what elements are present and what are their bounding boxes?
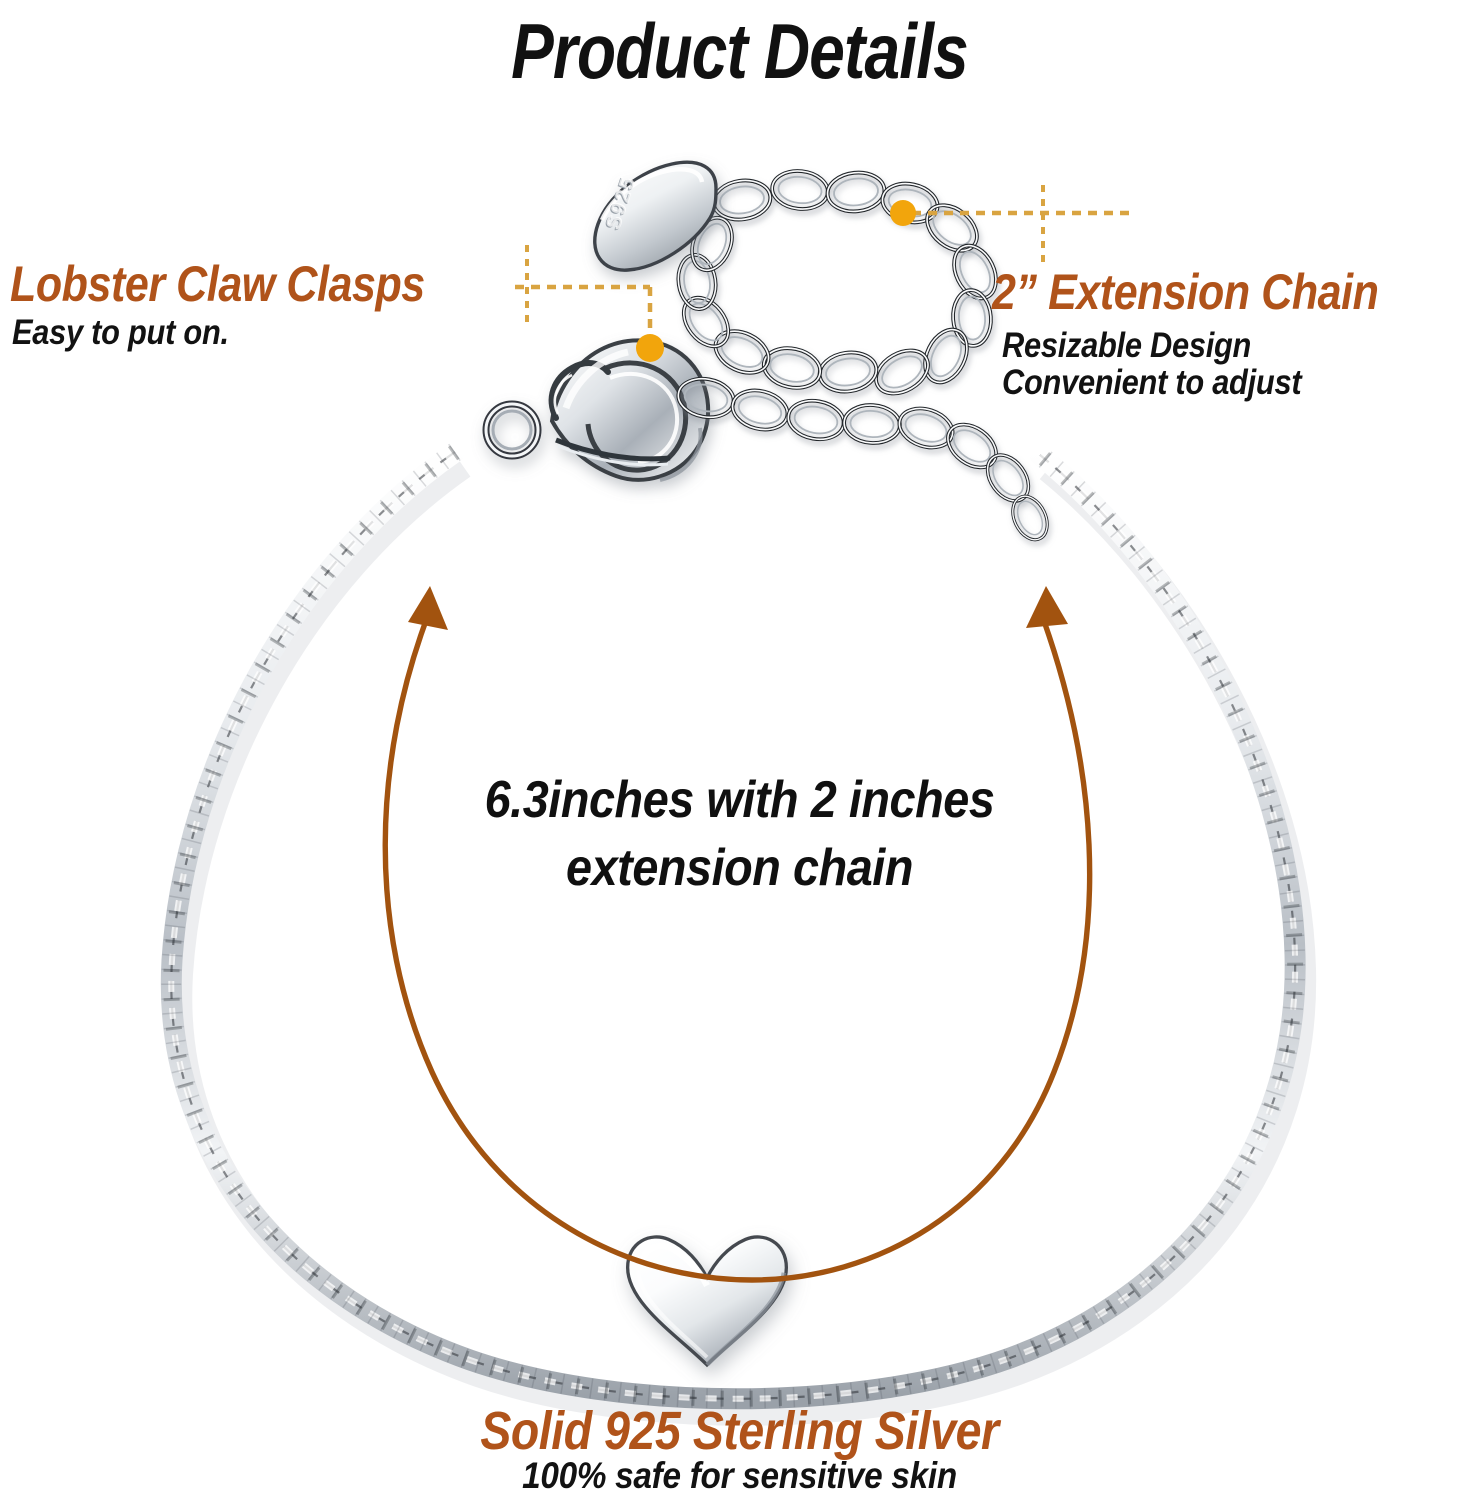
leader-dot-clasp — [636, 334, 664, 362]
callout-subtext-lobster-claw-clasps: Easy to put on. — [12, 313, 229, 352]
leader-line-clasp — [515, 245, 664, 362]
leader-dot-extension — [890, 200, 916, 226]
arc-arrowhead-left — [408, 586, 448, 630]
callout-heading-solid-925-sterling-silver: Solid 925 Sterling Silver — [480, 1401, 999, 1461]
svg-text:S925: S925 — [602, 173, 641, 232]
arc-arrowhead-right — [1026, 586, 1068, 628]
callout-heading-extension-chain: 2” Extension Chain — [992, 264, 1379, 320]
callout-subtext-extension-chain-line2: Convenient to adjust — [1002, 363, 1302, 402]
leader-line-extension — [890, 185, 1135, 262]
bracelet-chain — [160, 441, 1317, 1426]
callout-heading-lobster-claw-clasps: Lobster Claw Clasps — [10, 256, 425, 312]
s925-hallmark-tag: S925 S925 — [593, 160, 718, 272]
callout-subtext-solid-925-sterling-silver: 100% safe for sensitive skin — [522, 1455, 957, 1496]
callout-subtext-extension-chain-line1: Resizable Design — [1002, 326, 1252, 365]
measurement-arc — [382, 586, 1093, 1283]
measurement-text-line1: 6.3inches with 2 inches — [484, 771, 995, 829]
measurement-text-line2: extension chain — [566, 839, 913, 897]
hallmark-text: S925 — [601, 174, 640, 233]
page-title: Product Details — [511, 7, 969, 95]
heart-charm — [625, 1235, 789, 1368]
lobster-claw-clasp — [482, 338, 711, 482]
extension-chain — [672, 166, 1056, 547]
